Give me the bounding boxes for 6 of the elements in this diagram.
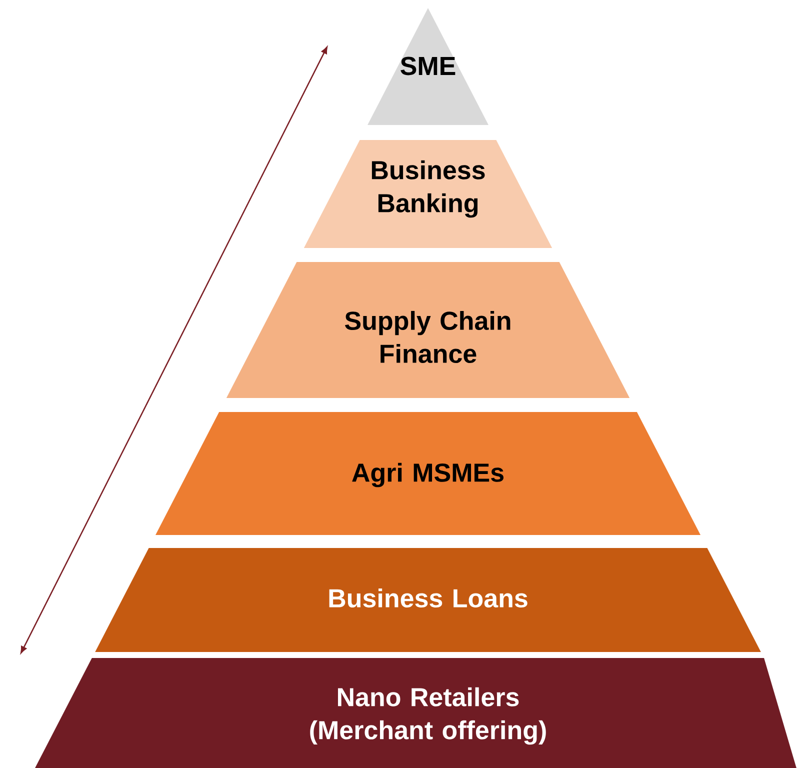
pyramid-level: Supply Chain Finance	[226, 262, 630, 398]
pyramid-level: Agri MSMEs	[156, 412, 700, 535]
pyramid-level: Business Banking	[304, 140, 552, 248]
pyramid-level: SME	[368, 8, 488, 125]
pyramid-level: Business Loans	[95, 548, 761, 652]
pyramid-level: Nano Retailers (Merchant offering)	[34, 658, 797, 768]
